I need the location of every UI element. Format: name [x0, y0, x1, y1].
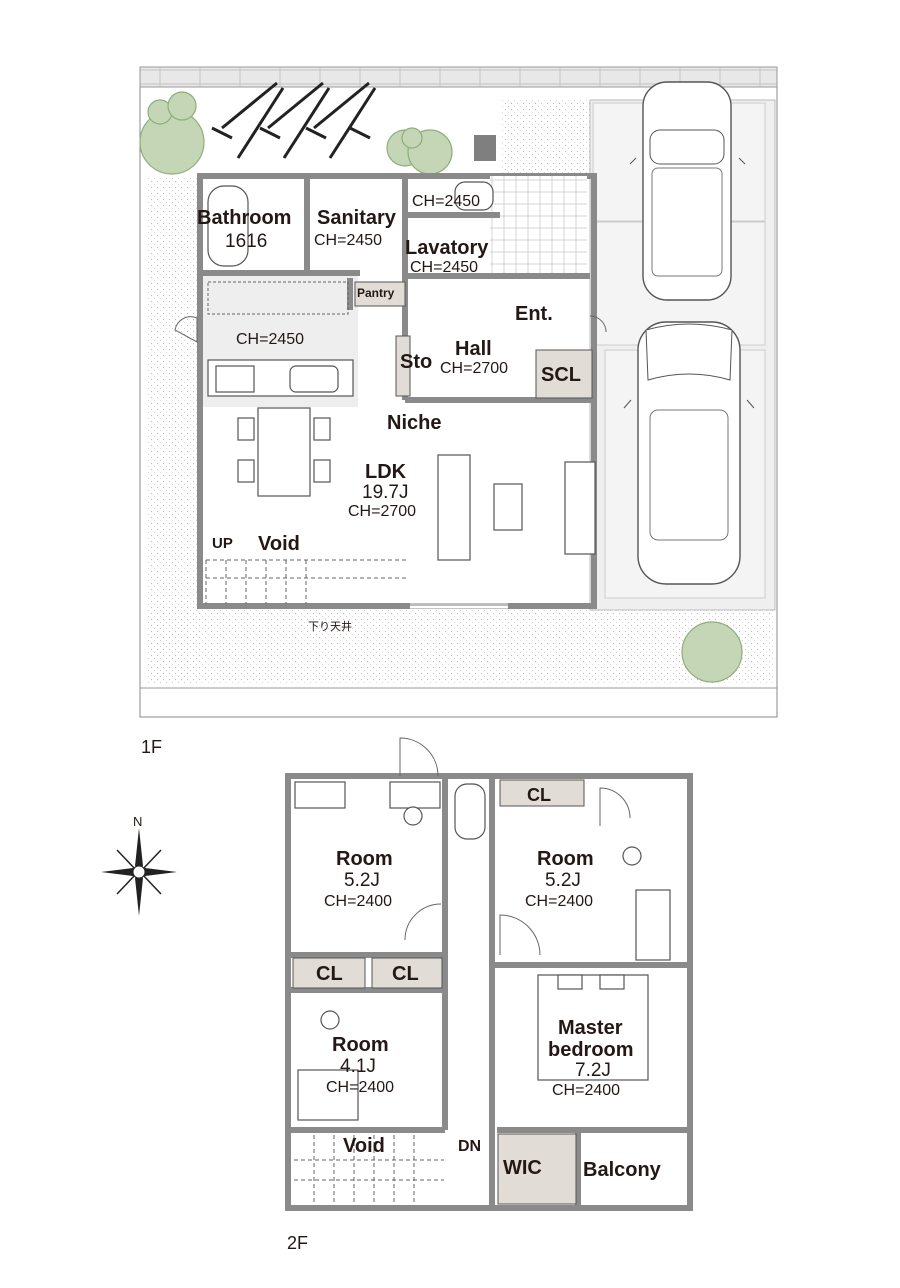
- niche-label: Niche: [387, 412, 441, 434]
- master-size: 7.2J: [575, 1060, 611, 1081]
- scl-storage: [535, 349, 593, 399]
- floor-label-2f: 2F: [287, 1233, 308, 1253]
- void-label-1f: Void: [258, 533, 300, 555]
- tv-unit: [564, 461, 596, 555]
- wic-storage: [497, 1133, 577, 1205]
- entrance-label: Ent.: [515, 303, 553, 325]
- gravel-west: [148, 178, 198, 683]
- house-2f: [285, 737, 693, 1211]
- room-sw-label: Room: [332, 1034, 389, 1056]
- hall-label: Hall: [455, 338, 492, 360]
- room-sw-ceiling-height: CH=2400: [326, 1079, 394, 1096]
- toilet-2f: [454, 783, 486, 840]
- sto-storage: [395, 335, 411, 397]
- dn-label: DN: [458, 1138, 481, 1155]
- ldk-size: 19.7J: [362, 482, 408, 503]
- dining-table: [257, 407, 311, 497]
- wic-label: WIC: [503, 1157, 542, 1179]
- toilet-1f: [454, 181, 494, 211]
- bicycle-icon: [211, 81, 377, 159]
- room-ne-ceiling-height: CH=2400: [525, 893, 593, 910]
- cl-top-storage: [499, 779, 585, 807]
- sanitary-label: Sanitary: [317, 207, 397, 229]
- storage-label: Sto: [400, 351, 432, 373]
- meter-box: [474, 135, 496, 161]
- cl-left-storage: [292, 957, 366, 989]
- bed-room-nw: [294, 781, 346, 809]
- coffee-table: [493, 483, 523, 531]
- compass-icon: N: [101, 814, 177, 916]
- compass-north-label: N: [133, 814, 142, 829]
- gravel-north: [500, 100, 590, 175]
- pantry-label: Pantry: [357, 286, 395, 300]
- bathroom-size: 1616: [225, 231, 267, 252]
- master-ceiling-height: CH=2400: [552, 1082, 620, 1099]
- master-label-line2: bedroom: [548, 1039, 634, 1061]
- room-nw-ceiling-height: CH=2400: [324, 893, 392, 910]
- stairs-1f: [205, 559, 406, 604]
- car-icon: [629, 81, 746, 301]
- scl-label: SCL: [541, 364, 581, 386]
- pantry-storage: [354, 281, 406, 307]
- void-label-2f: Void: [343, 1135, 385, 1157]
- sanitary-ceiling-height: CH=2450: [314, 232, 382, 249]
- cl-right-storage: [371, 957, 443, 989]
- toilet-ceiling-height: CH=2450: [412, 193, 480, 210]
- lavatory-ceiling-height: CH=2450: [410, 259, 478, 276]
- floor-label-1f: 1F: [141, 737, 162, 757]
- room-nw-label: Room: [336, 848, 393, 870]
- balcony-label: Balcony: [583, 1159, 662, 1181]
- cl-left-label: CL: [316, 963, 343, 985]
- up-label: UP: [212, 535, 233, 552]
- hall-ceiling-height: CH=2700: [440, 360, 508, 377]
- ldk-ceiling-height: CH=2700: [348, 503, 416, 520]
- ceiling-note: 下り天井: [308, 619, 352, 633]
- room-ne-size: 5.2J: [545, 870, 581, 891]
- sofa: [437, 454, 471, 561]
- gravel-south: [148, 608, 773, 683]
- cl-right-label: CL: [392, 963, 419, 985]
- room-sw-size: 4.1J: [340, 1056, 376, 1077]
- desk-room-nw: [389, 781, 441, 809]
- master-bed: [537, 974, 649, 1081]
- room-nw-size: 5.2J: [344, 870, 380, 891]
- lavatory-label: Lavatory: [405, 237, 489, 259]
- bathtub: [207, 185, 249, 267]
- house-1f: [174, 173, 607, 609]
- kitchen-ceiling-height: CH=2450: [236, 331, 304, 348]
- room-ne-label: Room: [537, 848, 594, 870]
- tree-icon: [139, 91, 743, 683]
- bathroom-label: Bathroom: [197, 207, 291, 229]
- ldk-label: LDK: [365, 461, 407, 483]
- master-label-line1: Master: [558, 1017, 623, 1039]
- entrance-tiles: [490, 176, 587, 276]
- block-wall: [139, 66, 778, 88]
- car-icon: [623, 321, 755, 585]
- cl-top-label: CL: [527, 785, 551, 805]
